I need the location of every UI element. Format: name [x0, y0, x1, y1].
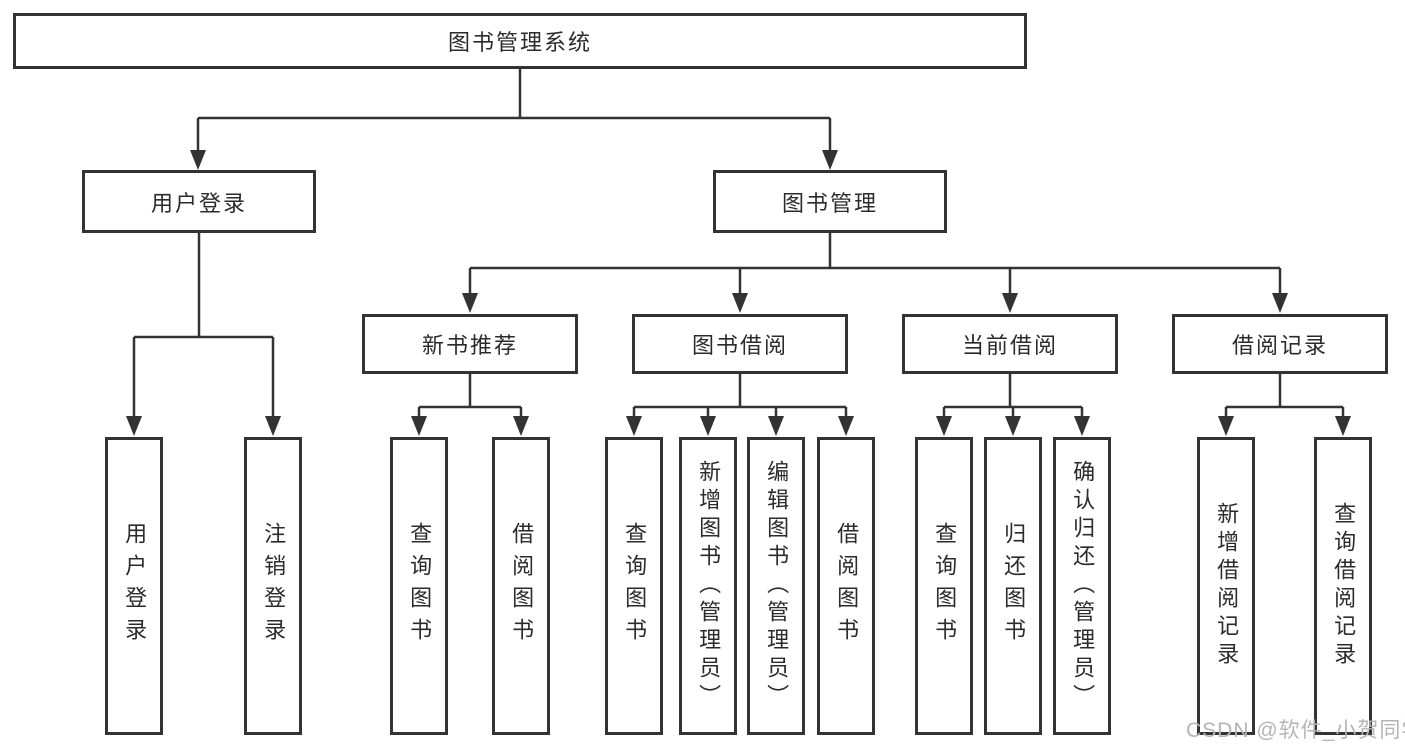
node-book-management: 图书管理 [713, 170, 947, 233]
node-label: 当前借阅 [961, 333, 1058, 358]
connector-borrow-record [1224, 374, 1345, 417]
arrowhead [1272, 293, 1288, 313]
arrowhead [1335, 416, 1351, 436]
node-label: 新书推荐 [421, 333, 518, 358]
node-label: 借阅记录 [1231, 333, 1328, 358]
node-label: 图书管理 [781, 190, 878, 216]
arrowhead [462, 293, 478, 313]
leaf-query-borrow-record: 查询借阅记录 [1314, 437, 1372, 735]
connector-book-mgmt [468, 233, 1282, 294]
arrowhead [732, 293, 748, 313]
node-borrowing-records: 借阅记录 [1172, 314, 1388, 374]
arrowhead [190, 150, 206, 170]
node-label: 图书借阅 [691, 333, 788, 358]
leaf-edit-books-admin: 编辑图书（管理员） [747, 437, 805, 735]
csdn-watermark: CSDN @软件_小贺同学 [1186, 719, 1405, 742]
arrowhead [936, 416, 952, 436]
arrowhead [838, 416, 854, 436]
arrowhead [1218, 416, 1234, 436]
leaf-query-books-current: 查询图书 [915, 437, 973, 735]
connector-book-borrow [632, 374, 848, 417]
connector-user-login [132, 233, 275, 417]
leaf-query-books-borrow: 查询图书 [605, 437, 663, 735]
node-label: 用户登录 [150, 190, 247, 216]
connector-new-book [417, 374, 523, 417]
leaf-add-books-admin: 新增图书（管理员） [679, 437, 737, 735]
node-label: 新增借阅记录 [1214, 502, 1240, 670]
node-new-book-recommend: 新书推荐 [362, 314, 578, 374]
leaf-logout: 注销登录 [244, 437, 302, 735]
node-label: 查询图书 [622, 522, 648, 650]
node-label: 用户登录 [122, 522, 148, 650]
node-label: 编辑图书（管理员） [764, 460, 790, 712]
connector-current-borrow [942, 374, 1084, 417]
node-label: 归还图书 [1001, 522, 1027, 650]
node-root-system: 图书管理系统 [13, 13, 1027, 69]
arrowhead [265, 416, 281, 436]
arrowhead [700, 416, 716, 436]
leaf-user-login: 用户登录 [105, 437, 163, 735]
node-label: 查询借阅记录 [1331, 502, 1357, 670]
leaf-borrow-books-recommend: 借阅图书 [492, 437, 550, 735]
node-book-borrowing: 图书借阅 [632, 314, 848, 374]
leaf-borrow-books: 借阅图书 [817, 437, 875, 735]
leaf-confirm-return-admin: 确认归还（管理员） [1053, 437, 1111, 735]
arrowhead [126, 416, 142, 436]
node-label: 图书管理系统 [447, 30, 592, 55]
node-label: 新增图书（管理员） [696, 460, 722, 712]
arrowhead [513, 416, 529, 436]
leaf-return-books: 归还图书 [984, 437, 1042, 735]
connector-root [196, 69, 832, 151]
node-label: 查询图书 [932, 522, 958, 650]
arrowheads [126, 150, 1351, 436]
arrowhead [626, 416, 642, 436]
arrowhead [768, 416, 784, 436]
leaf-query-books-recommend: 查询图书 [390, 437, 448, 735]
node-label: 查询图书 [407, 522, 433, 650]
node-label: 注销登录 [261, 522, 287, 650]
arrowhead [1074, 416, 1090, 436]
node-label: 确认归还（管理员） [1070, 460, 1096, 712]
node-label: 借阅图书 [509, 522, 535, 650]
node-user-login: 用户登录 [82, 170, 316, 233]
node-current-borrowing: 当前借阅 [902, 314, 1118, 374]
leaf-add-borrow-record: 新增借阅记录 [1197, 437, 1255, 735]
node-label: 借阅图书 [834, 522, 860, 650]
arrowhead [411, 416, 427, 436]
arrowhead [1005, 416, 1021, 436]
arrowhead [822, 150, 838, 170]
arrowhead [1002, 293, 1018, 313]
